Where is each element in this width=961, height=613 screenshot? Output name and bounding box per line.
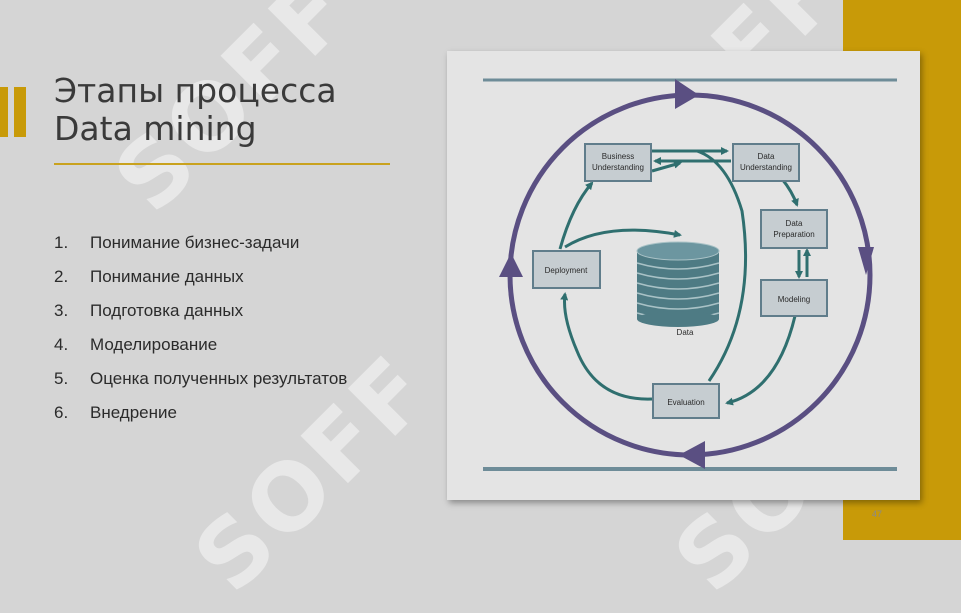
title-underline — [54, 163, 390, 165]
node-label: Understanding — [592, 163, 644, 172]
node-label: Modeling — [778, 295, 810, 304]
node-evaluation: Evaluation — [652, 383, 720, 419]
node-business-understanding: Business Understanding — [584, 143, 652, 182]
list-item: 5. Оценка полученных результатов — [54, 362, 347, 396]
arrow-deploy-to-business — [558, 181, 594, 250]
left-accent-bar — [14, 87, 26, 137]
node-label: Preparation — [773, 230, 814, 239]
crisp-dm-diagram: Business Understanding Data Understandin… — [447, 51, 920, 500]
list-text: Внедрение — [90, 403, 177, 422]
list-number: 5. — [54, 369, 69, 388]
list-number: 3. — [54, 301, 69, 320]
list-text: Моделирование — [90, 335, 218, 354]
cycle-arrow-icon — [679, 441, 705, 469]
data-store-icon — [636, 241, 720, 327]
left-accent-bar — [0, 87, 8, 137]
title-line: Этапы процесса — [54, 71, 337, 110]
arrow-model-to-eval — [725, 315, 797, 406]
list-number: 6. — [54, 403, 69, 422]
node-label: Understanding — [740, 163, 792, 172]
arrow-eval-to-deploy — [560, 292, 653, 401]
list-item: 3. Подготовка данных — [54, 294, 347, 328]
arrow-loop — [696, 149, 748, 382]
title-line: Data mining — [54, 109, 257, 148]
node-label: Deployment — [545, 266, 588, 275]
cycle-arrow-icon — [499, 253, 523, 277]
node-label: Business — [602, 152, 634, 161]
arrow-small — [651, 160, 682, 173]
list-item: 2. Понимание данных — [54, 260, 347, 294]
node-modeling: Modeling — [760, 279, 828, 317]
list-item: 4. Моделирование — [54, 328, 347, 362]
page-number: 47 — [872, 509, 883, 519]
node-label: Data — [758, 152, 775, 161]
list-text: Понимание бизнес-задачи — [90, 233, 300, 252]
node-label: Evaluation — [667, 398, 704, 407]
arrow-data-to-prep — [780, 178, 799, 207]
list-item: 6. Внедрение — [54, 396, 347, 430]
list-text: Понимание данных — [90, 267, 244, 286]
slide-title: Этапы процесса Data mining — [54, 72, 394, 148]
list-item: 1. Понимание бизнес-задачи — [54, 226, 347, 260]
list-text: Оценка полученных результатов — [90, 369, 348, 388]
node-label: Data — [786, 219, 803, 228]
arrow-to-data-store — [564, 228, 682, 249]
node-data-understanding: Data Understanding — [732, 143, 800, 182]
list-number: 2. — [54, 267, 69, 286]
list-number: 1. — [54, 233, 69, 252]
node-deployment: Deployment — [532, 250, 601, 289]
data-store-label: Data — [677, 328, 694, 337]
diagram-canvas: Business Understanding Data Understandin… — [483, 78, 897, 471]
cycle-arrow-icon — [858, 247, 874, 275]
list-text: Подготовка данных — [90, 301, 244, 320]
steps-list: 1. Понимание бизнес-задачи 2. Понимание да… — [54, 226, 347, 430]
cycle-arrow-icon — [675, 79, 699, 109]
list-number: 4. — [54, 335, 69, 354]
node-data-preparation: Data Preparation — [760, 209, 828, 249]
